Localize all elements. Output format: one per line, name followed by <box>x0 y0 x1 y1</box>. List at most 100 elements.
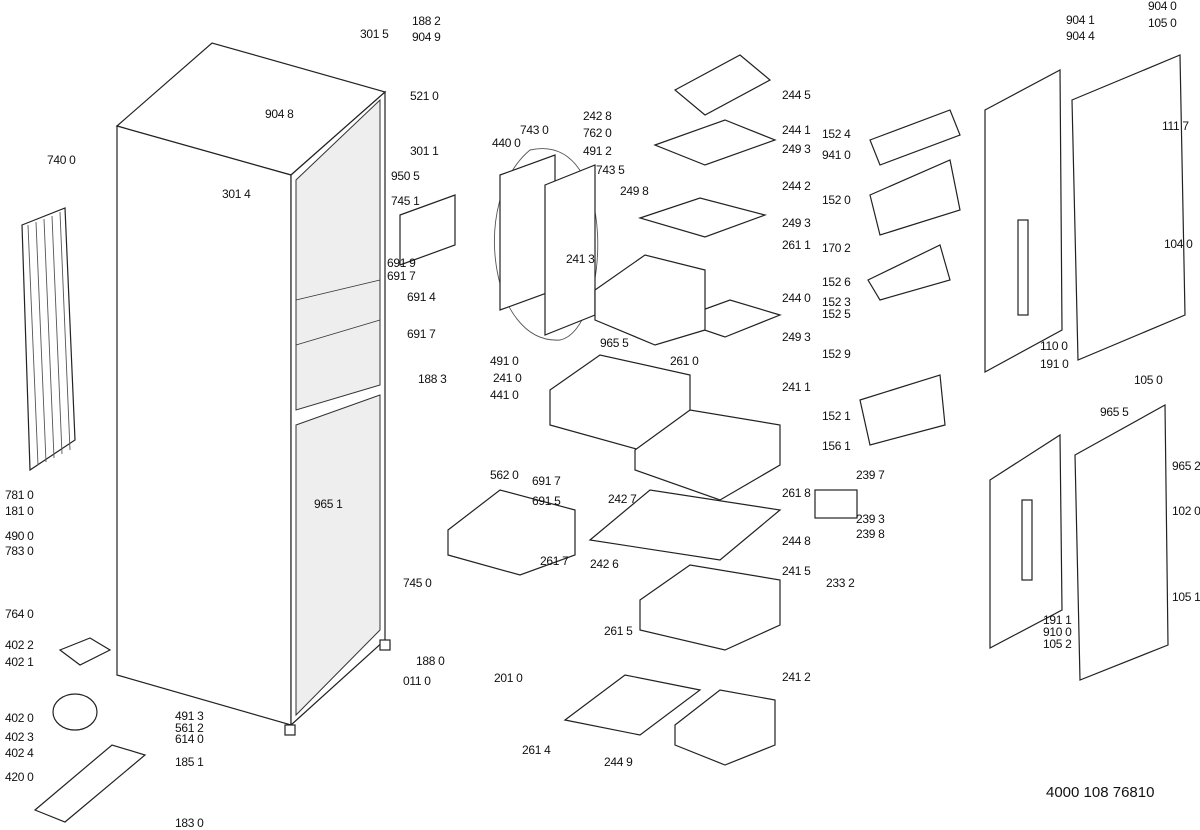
callout-label: 521 0 <box>410 89 439 103</box>
callout-label: 201 0 <box>494 671 523 685</box>
callout-label: 242 7 <box>608 492 637 506</box>
callout-label: 241 3 <box>566 252 595 266</box>
callout-label: 783 0 <box>5 544 34 558</box>
callout-label: 244 9 <box>604 755 633 769</box>
callout-label: 562 0 <box>490 468 519 482</box>
callout-label: 188 3 <box>418 372 447 386</box>
callout-label: 185 1 <box>175 755 204 769</box>
callout-label: 261 7 <box>540 554 569 568</box>
callout-label: 965 1 <box>314 497 343 511</box>
callout-label: 104 0 <box>1164 237 1193 251</box>
callout-label: 239 3 <box>856 512 885 526</box>
cabinet <box>115 42 391 736</box>
callout-label: 242 8 <box>583 109 612 123</box>
callout-label: 904 9 <box>412 30 441 44</box>
callout-label: 191 0 <box>1040 357 1069 371</box>
callout-label: 152 9 <box>822 347 851 361</box>
callout-label: 152 3 <box>822 295 851 309</box>
callout-label: 244 8 <box>782 534 811 548</box>
callout-label: 402 4 <box>5 746 34 760</box>
callout-label: 301 1 <box>410 144 439 158</box>
callout-label: 261 1 <box>782 238 811 252</box>
callout-label: 181 0 <box>5 504 34 518</box>
callout-label: 261 8 <box>782 486 811 500</box>
callout-label: 102 0 <box>1172 504 1200 518</box>
callout-label: 965 5 <box>1100 405 1129 419</box>
callout-label: 188 0 <box>416 654 445 668</box>
document-number: 4000 108 76810 <box>1046 784 1155 801</box>
callout-label: 441 0 <box>490 388 519 402</box>
base-frame <box>33 744 147 823</box>
callout-label: 691 7 <box>407 327 436 341</box>
callout-label: 152 6 <box>822 275 851 289</box>
callout-label: 910 0 <box>1043 625 1072 639</box>
callout-label: 904 8 <box>265 107 294 121</box>
callout-label: 011 0 <box>403 674 431 688</box>
callout-label: 244 1 <box>782 123 811 137</box>
heater-plate <box>399 194 456 266</box>
callout-label: 241 0 <box>493 371 522 385</box>
callout-label: 105 0 <box>1148 16 1177 30</box>
callout-label: 561 2 <box>175 721 204 735</box>
lower-door <box>989 403 1169 681</box>
callout-label: 691 5 <box>532 494 561 508</box>
callout-label: 301 4 <box>222 187 251 201</box>
callout-label: 402 3 <box>5 730 34 744</box>
callout-label: 191 1 <box>1043 613 1072 627</box>
callout-label: 241 1 <box>782 380 811 394</box>
callout-label: 261 4 <box>522 743 551 757</box>
callout-label: 950 5 <box>391 169 420 183</box>
callout-label: 244 0 <box>782 291 811 305</box>
upper-door <box>984 54 1186 374</box>
callout-label: 183 0 <box>175 816 204 830</box>
callout-label: 440 0 <box>492 136 521 150</box>
callout-label: 402 2 <box>5 638 34 652</box>
callout-label: 261 0 <box>670 354 699 368</box>
callout-label: 691 7 <box>532 474 561 488</box>
callout-label: 249 8 <box>620 184 649 198</box>
callout-label: 491 0 <box>490 354 519 368</box>
callout-label: 941 0 <box>822 148 851 162</box>
callout-label: 743 5 <box>596 163 625 177</box>
callout-label: 239 8 <box>856 527 885 541</box>
callout-label: 111 7 <box>1162 119 1189 133</box>
callout-label: 491 3 <box>175 709 204 723</box>
callout-label: 241 2 <box>782 670 811 684</box>
callout-label: 244 2 <box>782 179 811 193</box>
callout-label: 402 0 <box>5 711 34 725</box>
callout-label: 188 2 <box>412 14 441 28</box>
callout-label: 239 7 <box>856 468 885 482</box>
callout-label: 691 4 <box>407 290 436 304</box>
callout-label: 249 3 <box>782 330 811 344</box>
condenser <box>21 207 76 472</box>
callout-label: 491 2 <box>583 144 612 158</box>
callout-label: 745 1 <box>391 194 420 208</box>
callout-label: 249 3 <box>782 216 811 230</box>
callout-label: 781 0 <box>5 488 34 502</box>
callout-label: 965 2 <box>1172 459 1200 473</box>
callout-label: 614 0 <box>175 732 204 746</box>
callout-label: 762 0 <box>583 126 612 140</box>
compressor <box>52 637 112 731</box>
callout-label: 152 5 <box>822 307 851 321</box>
callout-label: 764 0 <box>5 607 34 621</box>
callout-label: 105 2 <box>1043 637 1072 651</box>
callout-label: 965 5 <box>600 336 629 350</box>
callout-label: 170 2 <box>822 241 851 255</box>
callout-label: 402 1 <box>5 655 34 669</box>
callout-label: 233 2 <box>826 576 855 590</box>
door-bins <box>814 109 961 519</box>
callout-label: 156 1 <box>822 439 851 453</box>
callout-label: 301 5 <box>360 27 389 41</box>
callout-label: 691 9 <box>387 256 416 270</box>
callout-label: 904 0 <box>1148 0 1177 13</box>
drawers <box>447 254 781 766</box>
callout-label: 110 0 <box>1040 339 1068 353</box>
callout-label: 743 0 <box>520 123 549 137</box>
evaporator-panel <box>544 164 596 336</box>
callout-label: 904 1 <box>1066 13 1095 27</box>
callout-label: 152 4 <box>822 127 851 141</box>
callout-label: 490 0 <box>5 529 34 543</box>
callout-label: 261 5 <box>604 624 633 638</box>
